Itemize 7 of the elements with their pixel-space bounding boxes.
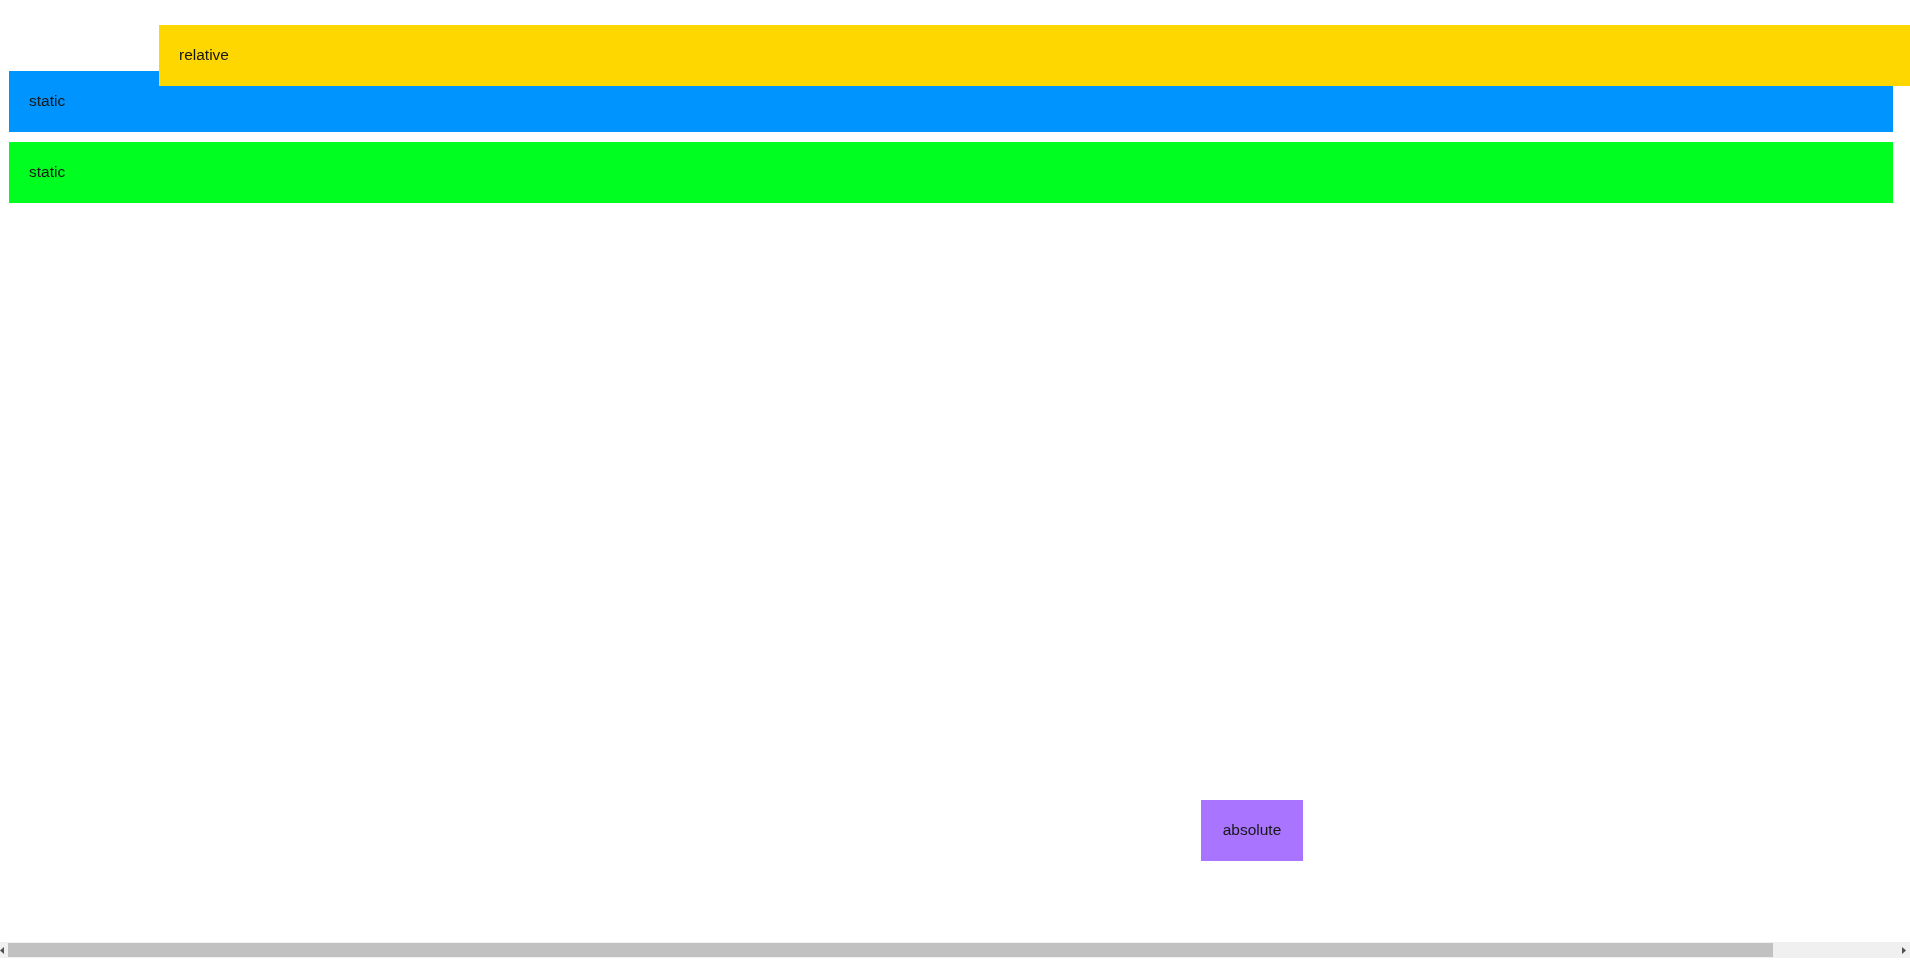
block-label: absolute — [1222, 820, 1282, 840]
content-block — [159, 25, 1910, 86]
content-block — [9, 142, 1893, 203]
block-label: static — [29, 162, 66, 182]
block-label: relative — [179, 45, 229, 65]
content-block — [1201, 800, 1303, 861]
block-label: static — [29, 91, 66, 111]
